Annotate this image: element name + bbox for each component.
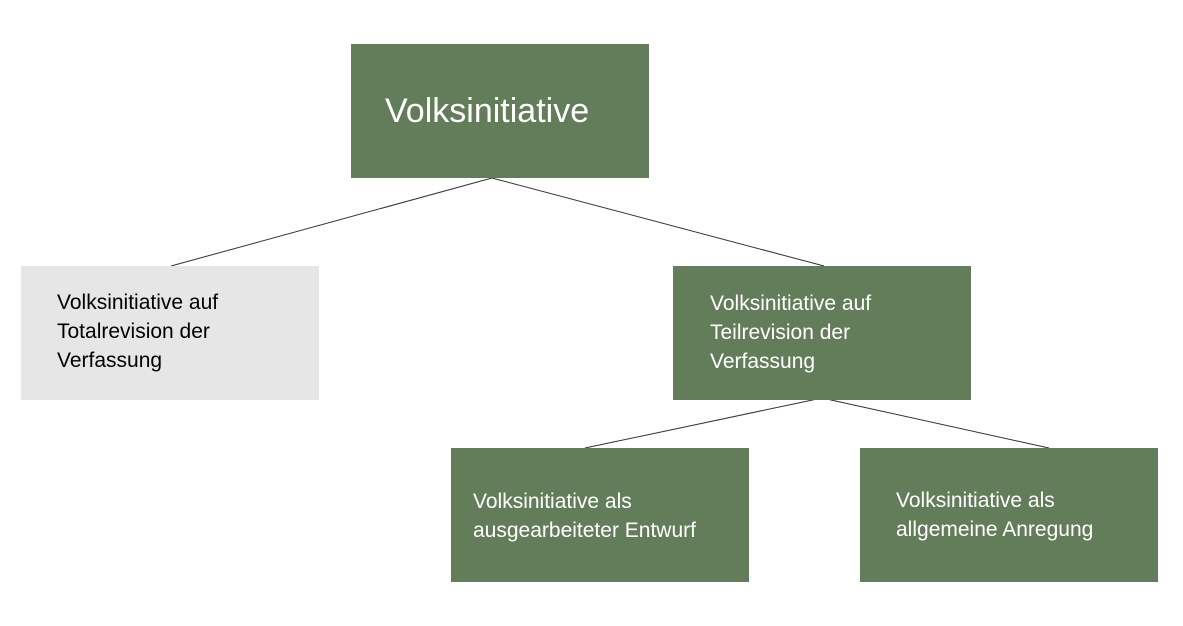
node-ausgearbeiteter-entwurf: Volksinitiative als ausgearbeiteter Entw… [451,448,749,582]
node-ausgearbeiteter-entwurf-label: Volksinitiative als ausgearbeiteter Entw… [473,490,696,542]
connector-right-to-bottom-right [821,397,1050,449]
connector-root-to-left [170,177,493,267]
node-volksinitiative-label: Volksinitiative [385,92,590,130]
node-totalrevision: Volksinitiative auf Totalrevision der Ve… [21,266,319,400]
connector-root-to-right [491,177,825,267]
connector-right-to-bottom-left [584,397,823,449]
node-teilrevision: Volksinitiative auf Teilrevision der Ver… [673,266,971,400]
node-allgemeine-anregung: Volksinitiative als allgemeine Anregung [860,448,1158,582]
node-allgemeine-anregung-label: Volksinitiative als allgemeine Anregung [896,489,1094,541]
node-volksinitiative: Volksinitiative [351,44,649,178]
node-teilrevision-label: Volksinitiative auf Teilrevision der Ver… [710,292,872,373]
node-totalrevision-label: Volksinitiative auf Totalrevision der Ve… [57,291,219,372]
